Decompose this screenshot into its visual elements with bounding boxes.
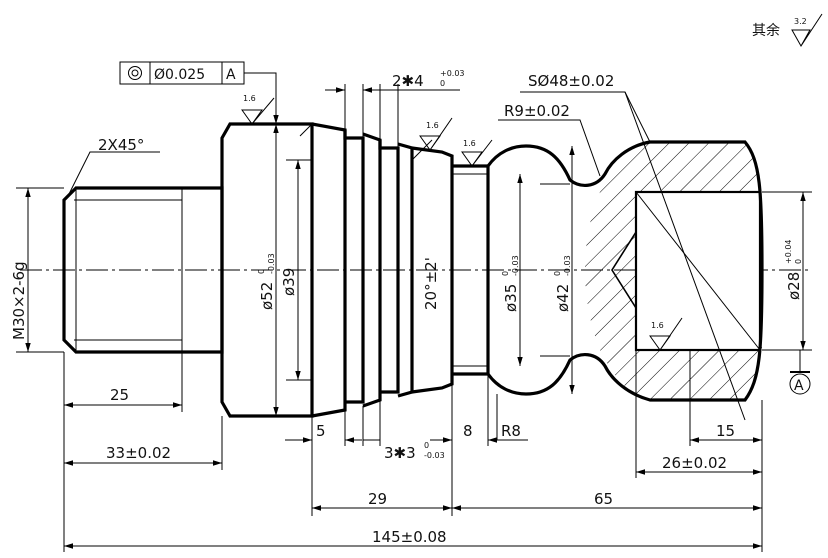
dia-42-group: ø42 0 -0.03 bbox=[553, 255, 572, 312]
roughness-general-label: 其余 bbox=[752, 22, 780, 39]
tolerance-value: Ø0.025 bbox=[154, 67, 205, 83]
svg-text:+0.03: +0.03 bbox=[440, 69, 465, 78]
svg-text:+0.04: +0.04 bbox=[784, 239, 793, 264]
dia-28: ø28 bbox=[785, 272, 803, 300]
svg-text:0: 0 bbox=[501, 271, 510, 276]
thread-label: M30×2-6g bbox=[10, 261, 28, 340]
roughness-symbol-4: 1.6 bbox=[649, 317, 683, 351]
svg-text:0: 0 bbox=[257, 269, 266, 274]
len-8: 8 bbox=[463, 422, 473, 440]
svg-text:1.6: 1.6 bbox=[243, 94, 256, 103]
tolerance-frame: Ø0.025 A bbox=[119, 61, 279, 124]
dimension-texts: 2X45° M30×2-6g 25 33±0.02 ø52 0 -0.03 ø3… bbox=[10, 69, 803, 546]
taper-angle: 20°±2' bbox=[422, 257, 440, 310]
radius-9: R9±0.02 bbox=[504, 102, 570, 120]
roughness-general: 其余 3.2 bbox=[752, 13, 823, 48]
svg-text:0: 0 bbox=[440, 79, 445, 88]
svg-text:-0.03: -0.03 bbox=[267, 253, 276, 274]
bore-outline bbox=[634, 190, 762, 352]
len-145: 145±0.08 bbox=[372, 528, 447, 546]
len-65: 65 bbox=[594, 490, 613, 508]
dia-52-group: ø52 0 -0.03 bbox=[257, 253, 276, 310]
svg-text:0: 0 bbox=[553, 271, 562, 276]
svg-text:1.6: 1.6 bbox=[651, 321, 664, 330]
dimension-lines bbox=[16, 84, 812, 552]
sphere-section bbox=[585, 142, 762, 400]
svg-text:-0.03: -0.03 bbox=[511, 255, 520, 276]
len-15: 15 bbox=[716, 422, 735, 440]
dia-35-group: ø35 0 -0.03 bbox=[501, 255, 520, 312]
roughness-symbol-2: 1.6 bbox=[419, 117, 453, 151]
roughness-symbol-3: 1.6 bbox=[461, 139, 493, 167]
svg-text:1.6: 1.6 bbox=[463, 139, 476, 148]
dia-52: ø52 bbox=[258, 282, 276, 310]
roughness-symbols: 1.6 1.6 1.6 1.6 其余 3.2 bbox=[241, 13, 823, 351]
svg-text:-0.03: -0.03 bbox=[424, 451, 445, 460]
len-25: 25 bbox=[110, 386, 129, 404]
svg-text:1.6: 1.6 bbox=[426, 121, 439, 130]
grooves-top-group: 2✱4 +0.03 0 bbox=[392, 69, 465, 90]
sphere-hatch-area bbox=[585, 142, 762, 400]
grooves-bottom: 3✱3 bbox=[384, 444, 416, 462]
len-26: 26±0.02 bbox=[662, 454, 727, 472]
svg-text:0: 0 bbox=[424, 441, 429, 450]
dia-28-group: ø28 +0.04 0 bbox=[784, 239, 803, 300]
datum-label: A bbox=[794, 378, 804, 394]
roughness-symbol-1: 1.6 bbox=[241, 94, 275, 125]
len-33: 33±0.02 bbox=[106, 444, 171, 462]
drill-point bbox=[611, 231, 637, 309]
datum-symbol: A bbox=[789, 371, 811, 395]
len-29: 29 bbox=[368, 490, 387, 508]
chamfer-label: 2X45° bbox=[98, 136, 144, 154]
grooves-bottom-group: 3✱3 0 -0.03 bbox=[384, 441, 445, 462]
dia-39: ø39 bbox=[280, 268, 298, 296]
tolerance-datum: A bbox=[226, 67, 236, 83]
dia-42: ø42 bbox=[554, 284, 572, 312]
concentricity-icon bbox=[128, 66, 142, 80]
len-5: 5 bbox=[316, 422, 326, 440]
svg-text:3.2: 3.2 bbox=[794, 17, 807, 26]
svg-text:-0.03: -0.03 bbox=[563, 255, 572, 276]
radius-8: R8 bbox=[501, 422, 521, 440]
svg-text:0: 0 bbox=[794, 259, 803, 264]
grooves-top: 2✱4 bbox=[392, 72, 424, 90]
dia-35: ø35 bbox=[502, 284, 520, 312]
sphere-dia: SØ48±0.02 bbox=[528, 72, 614, 90]
